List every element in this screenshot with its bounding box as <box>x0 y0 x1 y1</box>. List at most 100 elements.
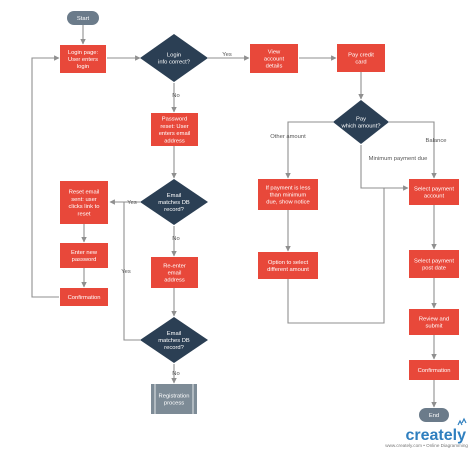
node-label-start: Start <box>77 16 90 22</box>
node-label-line: address <box>164 278 185 284</box>
connectors <box>31 25 437 408</box>
edge-confirm-login <box>31 55 60 298</box>
node-label-line: Select payment <box>414 258 454 264</box>
node-label-line: Confirmation <box>418 368 451 374</box>
node-label-line: View <box>268 49 281 55</box>
node-label-line: Pay <box>356 116 366 122</box>
node-label-line: Password <box>162 117 187 123</box>
label-no-email2: No <box>172 371 179 377</box>
label-balance: Balance <box>426 138 447 144</box>
decision-login-correct[interactable]: Login info correct? <box>140 34 208 82</box>
label-yes-email1: Yes <box>127 200 137 206</box>
label-other-amount: Other amount <box>270 134 306 140</box>
label-yes-email2: Yes <box>121 269 131 275</box>
predefined-registration-process[interactable]: Registration process <box>151 384 197 414</box>
node-label-line: email <box>168 271 182 277</box>
label-no-email1: No <box>172 236 179 242</box>
node-label-confirmation-left: Confirmation <box>68 295 101 301</box>
footer-text: www.creately.com • Online Diagramming <box>385 443 468 448</box>
logo-text: creately <box>406 427 467 444</box>
node-label-registration: Registration process <box>159 393 190 406</box>
decision-pay-amount[interactable]: Pay which amount? <box>333 100 389 144</box>
node-label-line: info correct? <box>158 60 191 66</box>
node-label-line: record? <box>164 207 184 213</box>
node-label-confirmation-right: Confirmation <box>418 368 451 374</box>
node-label-line: account <box>424 194 445 200</box>
node-label-line: card <box>355 60 366 66</box>
node-label-line: account <box>264 57 285 63</box>
edge-email2-yes <box>123 202 140 341</box>
node-label-line: different amount <box>267 267 309 273</box>
node-label-line: Review and <box>419 316 449 322</box>
edge-balance <box>389 121 437 179</box>
node-label-line: Login <box>167 52 181 58</box>
node-label-line: than minimum <box>270 193 307 199</box>
process-review-submit[interactable]: Review and submit <box>409 309 459 335</box>
creately-logo: creately <box>406 417 467 444</box>
terminal-start[interactable]: Start <box>67 11 99 25</box>
process-confirmation-right[interactable]: Confirmation <box>409 360 459 380</box>
edge-labels: Yes No Yes No Yes No Other amount Balanc… <box>121 52 446 377</box>
node-label-line: which amount? <box>341 124 382 130</box>
edge-other-amount <box>285 121 333 179</box>
process-select-payment-account[interactable]: Select payment account <box>409 179 459 205</box>
node-label-line: Email <box>167 193 182 199</box>
node-label-line: User enters <box>68 57 98 63</box>
node-label-line: Registration <box>159 393 190 399</box>
process-confirmation-left[interactable]: Confirmation <box>60 288 108 306</box>
logo-mark-icon <box>457 417 467 426</box>
node-label-line: reset: User <box>160 124 188 130</box>
terminal-end[interactable]: End <box>419 408 449 422</box>
node-label-line: process <box>164 401 184 407</box>
node-label-select-account: Select payment account <box>414 186 454 199</box>
node-label-line: Pay credit <box>348 52 374 58</box>
node-label-pay-amount: Pay which amount? <box>341 116 382 129</box>
node-label-line: clicks link to <box>69 204 100 210</box>
node-label-review-submit: Review and submit <box>419 316 449 329</box>
process-pay-credit-card[interactable]: Pay credit card <box>337 44 385 72</box>
label-minimum-bg <box>364 153 432 163</box>
node-label-line: End <box>429 413 439 419</box>
label-minimum-due: Minimum payment due <box>369 156 428 162</box>
node-label-line: submit <box>425 324 442 330</box>
edge-option-account <box>287 188 385 324</box>
node-label-line: Email <box>167 331 182 337</box>
node-label-line: Re-enter <box>163 263 186 269</box>
label-no-login: No <box>172 93 179 99</box>
node-label-line: matches DB <box>158 338 190 344</box>
node-label-pay-card: Pay credit card <box>348 52 374 65</box>
node-label-line: enters email <box>159 131 191 137</box>
node-label-line: Select payment <box>414 186 454 192</box>
node-label-line: Start <box>77 16 90 22</box>
node-label-line: Confirmation <box>68 295 101 301</box>
label-yes-login: Yes <box>222 52 232 58</box>
node-label-line: password <box>72 257 97 263</box>
node-label-end: End <box>429 413 439 419</box>
node-label-line: Option to select <box>268 260 309 266</box>
node-label-line: sent: user <box>71 197 97 203</box>
node-label-line: login <box>77 64 89 70</box>
